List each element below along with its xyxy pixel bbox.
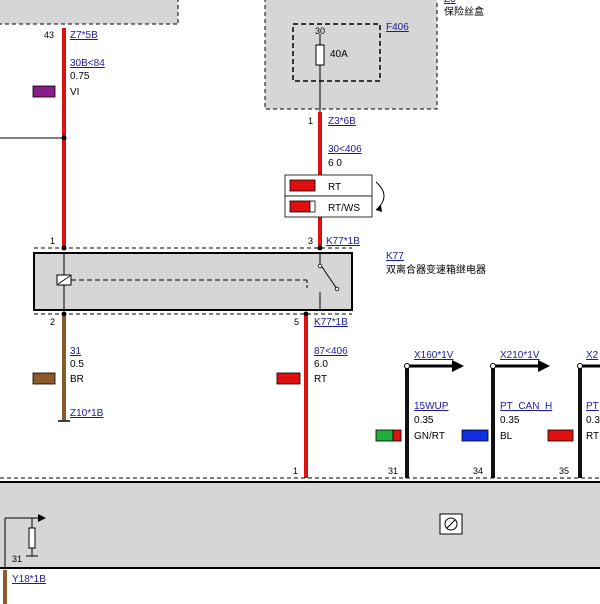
fuse-box	[264, 0, 438, 112]
relay-switch-icon	[319, 263, 338, 290]
right-wire-code-link[interactable]: 30<406	[328, 144, 362, 155]
swap-arrow-icon	[375, 181, 385, 211]
brown-wire-code-link[interactable]: 31	[70, 346, 82, 357]
x160-wire-code-link[interactable]: 15WUP	[414, 401, 449, 412]
module-pin-31: 31	[388, 466, 398, 476]
red-bottom-wire-code-link[interactable]: 87<406	[314, 346, 348, 357]
ground-connector-link[interactable]: Z10*1B	[70, 408, 104, 419]
x210-wire-gauge: 0.35	[500, 415, 520, 426]
brown-color-swatch	[32, 372, 56, 385]
blue-color-swatch	[461, 429, 489, 442]
relay-pin-right-out: 5	[294, 317, 299, 327]
relay-id-link[interactable]: K77	[386, 251, 404, 262]
top-left-connector-link[interactable]: Z7*5B	[70, 30, 98, 41]
x160-arrow-icon	[452, 360, 464, 372]
red-bottom-wire-gauge: 6.0	[314, 359, 328, 370]
fuse-box-name: 保险丝盒	[444, 5, 484, 18]
relay-pin-right-in: 3	[308, 236, 313, 246]
resistor-icon	[28, 527, 36, 549]
x2-connector-link[interactable]: X2	[586, 350, 599, 361]
violet-color-swatch	[32, 85, 56, 98]
x160-connector-link[interactable]: X160*1V	[414, 350, 454, 361]
fuse-icon	[315, 44, 325, 66]
relay-connector-bottom-link[interactable]: K77*1B	[314, 317, 348, 328]
alt-color-box[interactable]	[284, 174, 385, 218]
left-wire-gauge: 0.75	[70, 71, 90, 82]
x2-wire-gauge: 0.3	[586, 415, 600, 426]
fuse-box-pin: 1	[308, 116, 313, 126]
connector-x160[interactable]	[404, 360, 465, 478]
module-pin-red: 1	[293, 466, 298, 476]
left-wire-color: VI	[70, 87, 79, 98]
top-left-component	[0, 0, 179, 25]
bottom-control-module	[0, 477, 600, 569]
x2-wire-code-link[interactable]: PT	[586, 401, 599, 412]
relay-body	[33, 252, 353, 311]
fuse-top-pin: 30	[315, 26, 325, 36]
x160-wire-gauge: 0.35	[414, 415, 434, 426]
module-pin-35: 35	[559, 466, 569, 476]
x210-wire-color: BL	[500, 431, 513, 442]
red-x2-color-swatch	[547, 429, 574, 442]
connector-x210[interactable]	[490, 360, 551, 478]
connector-x2-partial[interactable]	[577, 363, 600, 479]
alt1-color: RT	[328, 182, 341, 193]
top-left-pin: 43	[44, 30, 54, 40]
bottom-connector-link[interactable]: Y18*1B	[12, 574, 46, 585]
relay-pin-left-out: 2	[50, 317, 55, 327]
red-bottom-wire-color: RT	[314, 374, 327, 385]
fuse-box-link[interactable]: Z3	[444, 0, 456, 5]
x210-arrow-icon	[538, 360, 550, 372]
fuse-id-link[interactable]: F406	[386, 22, 409, 33]
red-bottom-color-swatch	[276, 372, 301, 385]
brown-wire-color: BR	[70, 374, 84, 385]
relay-connector-top-link[interactable]: K77*1B	[326, 236, 360, 247]
red-white-color-swatch	[289, 200, 311, 213]
red-color-swatch	[289, 179, 316, 192]
fuse-rating: 40A	[330, 49, 348, 60]
left-wire-code-link[interactable]: 30B<84	[70, 58, 105, 69]
relay-pin-left-in: 1	[50, 236, 55, 246]
x2-wire-color: RT	[586, 431, 599, 442]
right-wire-gauge: 6 0	[328, 158, 342, 169]
module-pin-34: 34	[473, 466, 483, 476]
module-small-pin: 31	[12, 554, 22, 564]
relay-name: 双离合器变速箱继电器	[386, 263, 486, 276]
x160-wire-color: GN/RT	[414, 431, 445, 442]
fuse-box-connector-link[interactable]: Z3*6B	[328, 116, 356, 127]
x210-connector-link[interactable]: X210*1V	[500, 350, 540, 361]
brown-wire-gauge: 0.5	[70, 359, 84, 370]
alt2-color: RT/WS	[328, 203, 360, 214]
green-color-swatch	[375, 429, 394, 442]
x210-wire-code-link[interactable]: PT_CAN_H	[500, 401, 552, 412]
left-junction-dot	[61, 135, 67, 141]
